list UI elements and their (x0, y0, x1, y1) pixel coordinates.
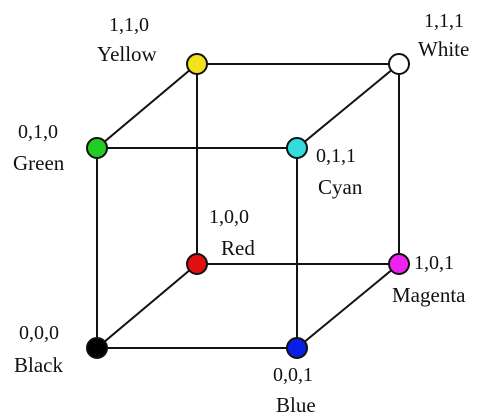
yellow-name-label: Yellow (97, 42, 157, 66)
cyan-vertex (286, 137, 308, 159)
cyan-name-label: Cyan (318, 175, 363, 199)
white-vertex (388, 53, 410, 75)
green-vertex (86, 137, 108, 159)
green-name-label: Green (13, 151, 65, 175)
magenta-name-label: Magenta (392, 283, 466, 307)
yellow-code-label: 1,1,0 (109, 14, 149, 36)
red-name-label: Red (221, 236, 255, 260)
yellow-vertex (186, 53, 208, 75)
edge-yellow-green (96, 63, 198, 149)
white-name-label: White (418, 37, 470, 61)
green-code-label: 0,1,0 (18, 121, 58, 143)
magenta-vertex (388, 253, 410, 275)
edge-red-black (96, 263, 198, 349)
red-code-label: 1,0,0 (209, 206, 249, 228)
red-vertex (186, 253, 208, 275)
cube-edges (96, 63, 400, 349)
blue-vertex (286, 337, 308, 359)
cyan-code-label: 0,1,1 (316, 145, 356, 167)
blue-code-label: 0,0,1 (273, 364, 313, 386)
edge-white-cyan (296, 63, 400, 149)
cube-vertices (86, 53, 410, 359)
black-code-label: 0,0,0 (19, 322, 59, 344)
magenta-code-label: 1,0,1 (414, 252, 454, 274)
black-name-label: Black (14, 353, 63, 377)
white-code-label: 1,1,1 (424, 10, 464, 32)
blue-name-label: Blue (276, 393, 316, 417)
edge-magenta-blue (296, 263, 400, 349)
black-vertex (86, 337, 108, 359)
